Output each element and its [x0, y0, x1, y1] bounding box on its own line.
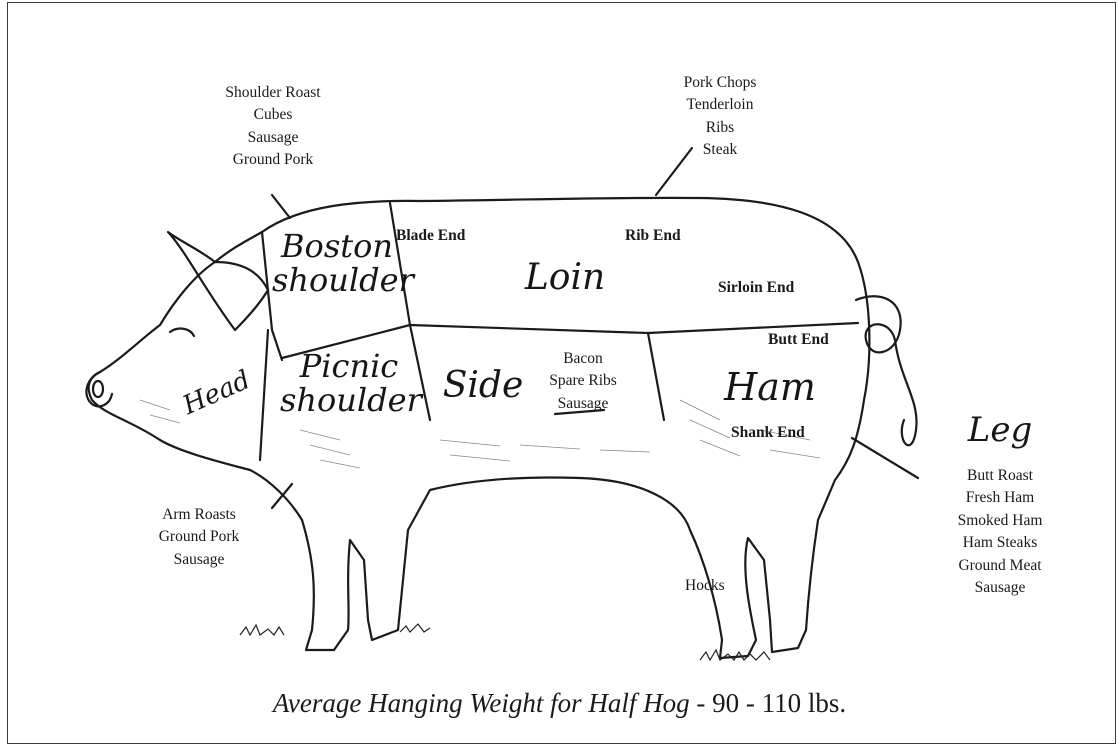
loin-cut-item: Tenderloin [655, 94, 785, 116]
loin-cut-item: Ribs [655, 117, 785, 139]
leg-cuts-list: Butt Roast Fresh Ham Smoked Ham Ham Stea… [930, 465, 1070, 600]
leg-cut-item: Ground Meat [930, 555, 1070, 577]
subregion-hocks: Hocks [685, 575, 755, 597]
leg-cut-item: Fresh Ham [930, 487, 1070, 509]
leader-shoulder [272, 195, 290, 218]
hanging-weight-caption: Average Hanging Weight for Half Hog - 90… [0, 688, 1119, 719]
region-loin: Loin [520, 252, 610, 304]
arm-cut-item: Sausage [132, 549, 266, 571]
hanging-weight-value: 90 - 110 lbs. [712, 688, 846, 718]
side-cut-item: Bacon [528, 348, 638, 370]
subregion-butt-end: Butt End [768, 329, 858, 351]
subregion-rib-end: Rib End [625, 225, 715, 247]
region-picnic-line2: shoulder [280, 384, 418, 418]
region-boston-line2: shoulder [272, 264, 402, 298]
leg-cut-item: Smoked Ham [930, 510, 1070, 532]
pig-tail [856, 296, 917, 445]
leg-cut-item: Ham Steaks [930, 532, 1070, 554]
shoulder-cut-item: Cubes [198, 104, 348, 126]
region-side: Side [438, 360, 528, 412]
region-ham: Ham [705, 360, 835, 415]
region-picnic-shoulder: Picnic shoulder [280, 350, 418, 417]
side-cuts-list: Bacon Spare Ribs Sausage [528, 348, 638, 415]
cut-line-head [260, 330, 268, 460]
side-cut-item: Sausage [528, 393, 638, 415]
subregion-sirloin-end: Sirloin End [718, 277, 828, 299]
side-cut-item: Spare Ribs [528, 370, 638, 392]
shoulder-cuts-list: Shoulder Roast Cubes Sausage Ground Pork [198, 82, 348, 172]
shoulder-cut-item: Shoulder Roast [198, 82, 348, 104]
loin-cut-item: Pork Chops [655, 72, 785, 94]
subregion-shank-end: Shank End [731, 422, 831, 444]
arm-cut-item: Ground Pork [132, 526, 266, 548]
pig-snout [86, 372, 112, 406]
hanging-weight-label: Average Hanging Weight for Half Hog - [273, 688, 705, 718]
arm-cut-item: Arm Roasts [132, 504, 266, 526]
leg-cut-item: Sausage [930, 577, 1070, 599]
arm-cuts-list: Arm Roasts Ground Pork Sausage [132, 504, 266, 571]
region-boston-shoulder: Boston shoulder [272, 230, 402, 297]
loin-cuts-list: Pork Chops Tenderloin Ribs Steak [655, 72, 785, 162]
subregion-blade-end: Blade End [396, 225, 496, 247]
shoulder-cut-item: Ground Pork [198, 149, 348, 171]
region-boston-line1: Boston [272, 230, 402, 264]
leg-cut-item: Butt Roast [930, 465, 1070, 487]
pig-ear [168, 232, 268, 330]
region-leg-label: Leg [955, 412, 1045, 449]
region-picnic-line1: Picnic [280, 350, 418, 384]
loin-cut-item: Steak [655, 139, 785, 161]
leader-leg [852, 438, 918, 478]
shoulder-cut-item: Sausage [198, 127, 348, 149]
cut-line-ham [648, 333, 664, 420]
